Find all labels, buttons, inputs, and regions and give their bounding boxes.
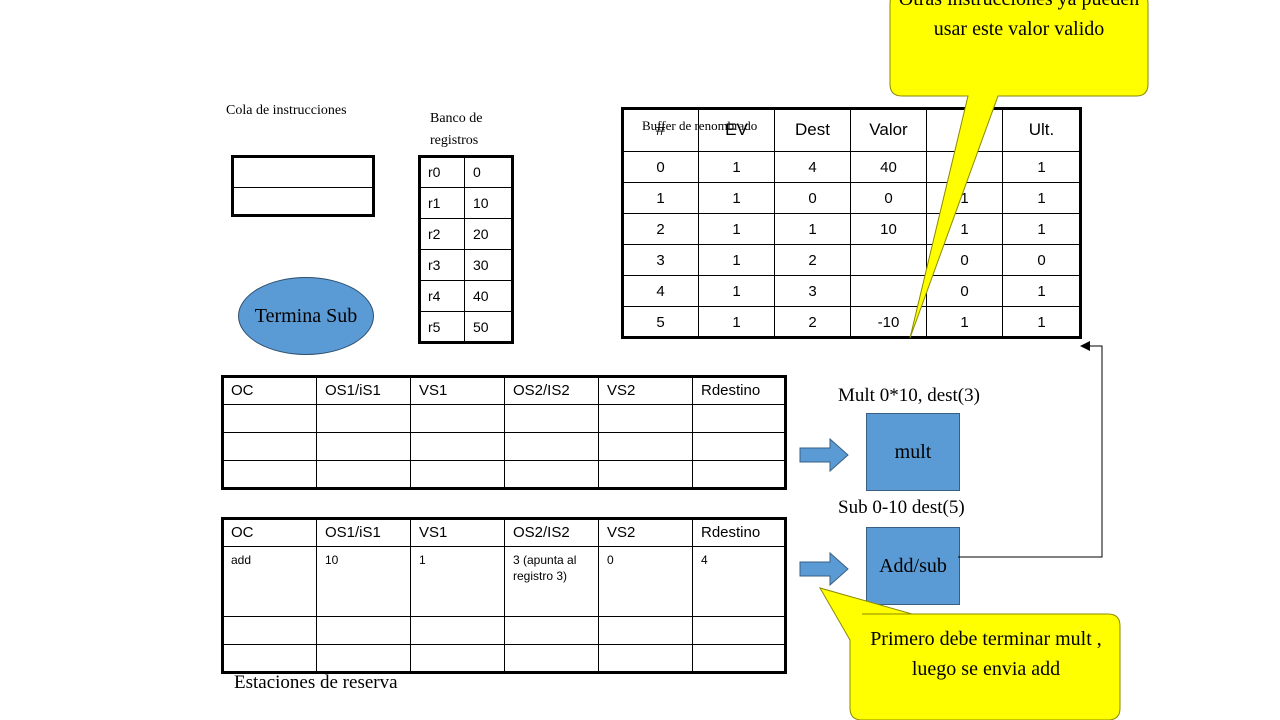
rs-cell (598, 616, 693, 645)
rs-cell: add (222, 546, 317, 617)
rob-cell: 1 (926, 306, 1003, 338)
rob-cell: 0 (622, 151, 699, 183)
rs-cell: 3 (apunta al registro 3) (504, 546, 599, 617)
callout-top-text: Otras instrucciones ya pueden usar este … (899, 0, 1139, 40)
cola-label: Cola de instrucciones (226, 103, 347, 118)
rs-header-cell: OS2/IS2 (504, 518, 599, 547)
rs-cell: 0 (598, 546, 693, 617)
rob-cell (850, 244, 927, 276)
rs-cell (692, 460, 786, 489)
rs-header-cell: Rdestino (692, 518, 786, 547)
rs-cell (692, 644, 786, 673)
rob-cell: 1 (698, 182, 775, 214)
queue-slot (234, 158, 372, 188)
rs-cell: 10 (316, 546, 411, 617)
sub-op-label: Sub 0-10 dest(5) (838, 497, 965, 518)
rob-cell: 2 (774, 306, 851, 338)
table-row (222, 644, 786, 673)
rs-cell (410, 404, 505, 433)
register-name: r4 (419, 280, 465, 312)
rs-cell (504, 460, 599, 489)
arrow-head-icon (1080, 341, 1090, 351)
instruction-queue (231, 155, 375, 217)
rs-header-cell: OS1/iS1 (316, 518, 411, 547)
rs-cell (222, 432, 317, 461)
table-row (222, 460, 786, 489)
estaciones-label: Estaciones de reserva (234, 672, 398, 693)
rob-header-cell: # (622, 108, 699, 152)
mult-unit: mult (866, 413, 960, 491)
rob-cell: 2 (774, 244, 851, 276)
rs-header-cell: OS1/iS1 (316, 376, 411, 405)
rob-cell: 1 (1002, 306, 1081, 338)
callout-bottom-text: Primero debe terminar mult , luego se en… (870, 628, 1102, 680)
rob-cell: 1 (1002, 275, 1081, 307)
rs-cell (316, 644, 411, 673)
feedback-line (958, 345, 1103, 558)
rs-header-cell: Rdestino (692, 376, 786, 405)
table-row (222, 432, 786, 461)
register-value: 20 (464, 218, 513, 250)
callout-top-shape (889, 0, 1149, 339)
table-row (222, 404, 786, 433)
rob-cell: 4 (774, 151, 851, 183)
rob-cell: 1 (622, 182, 699, 214)
register-name: r5 (419, 311, 465, 343)
rs-cell (410, 616, 505, 645)
rob-cell: 1 (698, 306, 775, 338)
register-name: r3 (419, 249, 465, 281)
rs-cell (598, 644, 693, 673)
register-name: r0 (419, 156, 465, 188)
rs-cell (598, 460, 693, 489)
termina-sub-ellipse: Termina Sub (238, 277, 374, 355)
rob-cell: 5 (622, 306, 699, 338)
buffer-label: Buffer de renombrado (642, 118, 758, 133)
rs-cell (692, 404, 786, 433)
rs-cell: 4 (692, 546, 786, 617)
register-value: 50 (464, 311, 513, 343)
block-arrow-icon (799, 437, 849, 473)
rob-cell: 4 (622, 275, 699, 307)
rs-header-cell: VS2 (598, 518, 693, 547)
mult-op-label: Mult 0*10, dest(3) (838, 385, 980, 406)
rs-cell (410, 644, 505, 673)
rs-cell (504, 432, 599, 461)
rs-header-cell: VS1 (410, 518, 505, 547)
rob-cell: 1 (1002, 213, 1081, 245)
rob-cell: 40 (850, 151, 927, 183)
rs-header-cell: VS2 (598, 376, 693, 405)
rs-cell (410, 460, 505, 489)
rs-cell (222, 460, 317, 489)
callout-bottom-shape (818, 587, 1121, 720)
rob-cell: 1 (1002, 182, 1081, 214)
rs-cell (222, 616, 317, 645)
rob-header-cell: Ult. (1002, 108, 1081, 152)
table-row (222, 616, 786, 645)
block-arrow-icon (799, 551, 849, 587)
banco-label: Banco de registros (430, 111, 483, 148)
rs-cell (504, 644, 599, 673)
rs-cell (504, 616, 599, 645)
rob-cell: 1 (698, 275, 775, 307)
rob-cell: 1 (1002, 151, 1081, 183)
addsub-unit: Add/sub (866, 527, 960, 605)
register-value: 10 (464, 187, 513, 219)
rs-header-cell: OS2/IS2 (504, 376, 599, 405)
